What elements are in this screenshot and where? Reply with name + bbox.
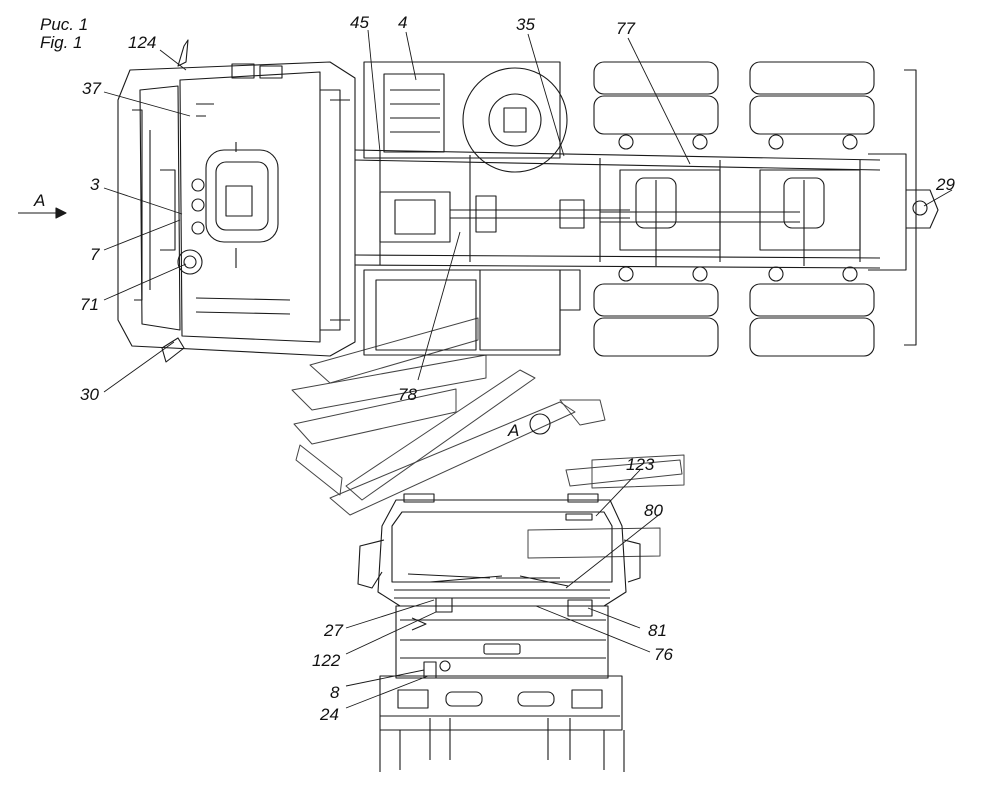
callout-8: 8 — [330, 683, 340, 702]
view-direction-ribbon — [291, 317, 685, 559]
view-a-marker-circle — [529, 413, 551, 435]
callout-30: 30 — [80, 385, 99, 404]
rear-axle-1 — [600, 169, 800, 266]
figure-caption-ru: Рис. 1 — [40, 15, 89, 34]
callout-3: 3 — [90, 175, 100, 194]
callout-124: 124 — [128, 33, 157, 52]
callout-45: 45 — [350, 13, 369, 32]
callout-122: 122 — [312, 651, 341, 670]
figure-caption-en: Fig. 1 — [40, 33, 83, 52]
cab-top-view — [117, 39, 356, 363]
callout-35: 35 — [516, 15, 535, 34]
callout-37: 37 — [82, 79, 101, 98]
callout-7: 7 — [90, 245, 100, 264]
rear-axle-2 — [759, 169, 861, 266]
chassis-top-view — [354, 61, 939, 357]
callout-78: 78 — [398, 385, 417, 404]
callout-29: 29 — [936, 175, 955, 194]
callout-81: 81 — [648, 621, 667, 640]
callout-24: 24 — [320, 705, 339, 724]
callout-71: 71 — [80, 295, 99, 314]
direction-arrow-label: A — [34, 191, 46, 210]
view-a-marker-label: A — [508, 421, 520, 440]
callout-80: 80 — [644, 501, 663, 520]
rear-wheels — [593, 61, 875, 357]
cab-front-view — [357, 493, 641, 772]
callout-77: 77 — [616, 19, 635, 38]
leader-lines — [103, 29, 953, 709]
callout-4: 4 — [398, 13, 408, 32]
callout-76: 76 — [654, 645, 673, 664]
direction-arrow — [18, 207, 67, 219]
callout-123: 123 — [626, 455, 655, 474]
callout-27: 27 — [324, 621, 343, 640]
